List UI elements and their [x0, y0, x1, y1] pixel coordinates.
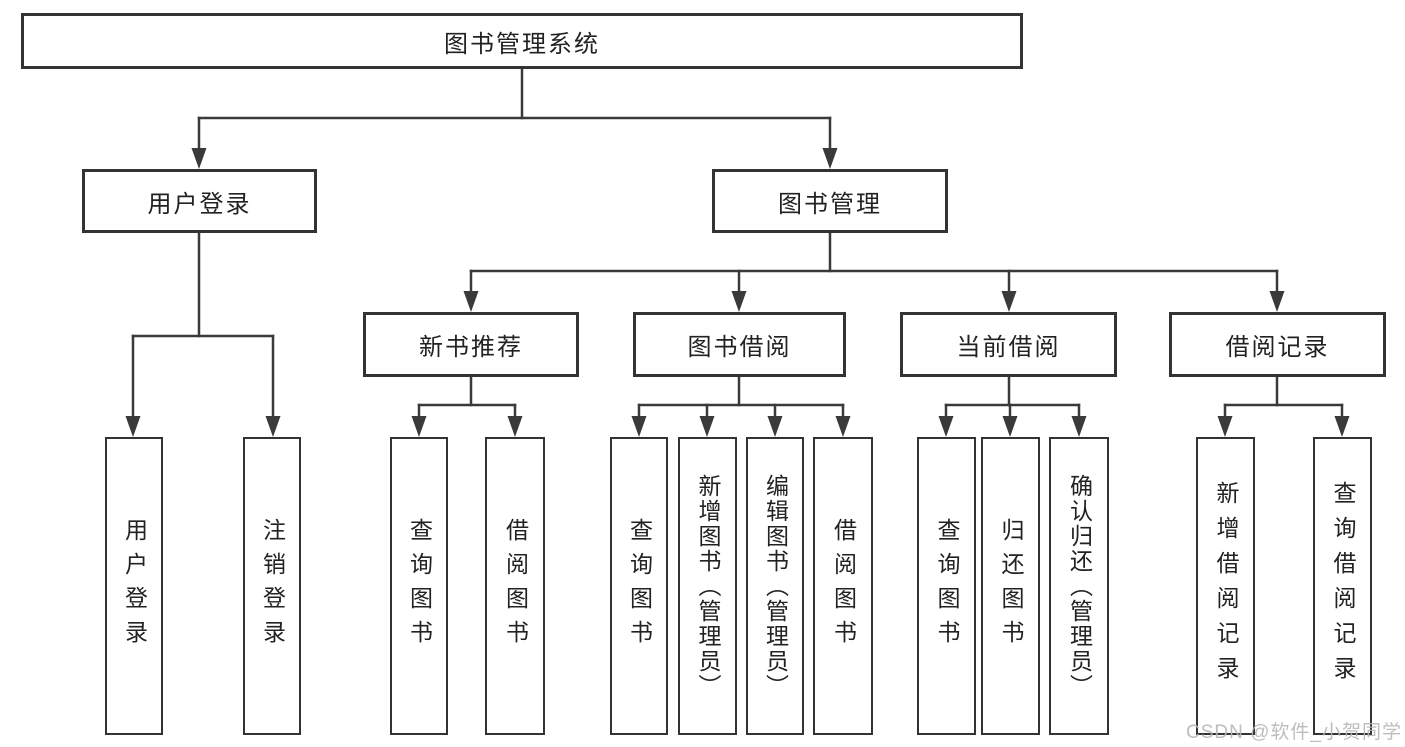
leaf-label: 新增借阅记录: [1213, 481, 1239, 691]
leaf-add-borrow-record: 新增借阅记录: [1196, 437, 1255, 735]
node-new-book-recommendation: 新书推荐: [363, 312, 579, 377]
leaf-label: 借阅图书: [502, 518, 529, 654]
node-library-management-system: 图书管理系统: [21, 13, 1023, 69]
leaf-borrow-books-borrowing: 借阅图书: [813, 437, 873, 735]
node-book-borrowing: 图书借阅: [633, 312, 846, 377]
leaf-label: 编辑图书（管理员）: [762, 473, 789, 699]
leaf-label: 借阅图书: [830, 518, 857, 654]
leaf-user-login: 用户登录: [105, 437, 163, 735]
leaf-query-books-borrowing: 查询图书: [610, 437, 668, 735]
leaf-label: 查询图书: [406, 518, 433, 654]
leaf-logout: 注销登录: [243, 437, 301, 735]
leaf-label: 确认归还（管理员）: [1066, 473, 1093, 699]
leaf-label: 新增图书（管理员）: [695, 473, 721, 699]
leaf-label: 查询图书: [626, 518, 653, 654]
leaf-label: 归还图书: [998, 518, 1024, 654]
node-user-login: 用户登录: [82, 169, 317, 233]
leaf-label: 用户登录: [121, 518, 148, 654]
leaf-query-borrow-record: 查询借阅记录: [1313, 437, 1372, 735]
leaf-confirm-return-admin: 确认归还（管理员）: [1049, 437, 1109, 735]
node-borrowing-records: 借阅记录: [1169, 312, 1386, 377]
arrowhead-icons: [125, 148, 1350, 437]
leaf-add-books-admin: 新增图书（管理员）: [678, 437, 737, 735]
leaf-query-books-current: 查询图书: [917, 437, 976, 735]
leaf-return-books: 归还图书: [981, 437, 1040, 735]
leaf-borrow-books-recommend: 借阅图书: [485, 437, 545, 735]
leaf-edit-books-admin: 编辑图书（管理员）: [746, 437, 804, 735]
csdn-watermark: CSDN @软件_小贺同学: [1186, 722, 1402, 743]
node-current-borrowing: 当前借阅: [900, 312, 1117, 377]
leaf-label: 注销登录: [259, 518, 286, 654]
leaf-label: 查询借阅记录: [1330, 481, 1356, 691]
node-book-management: 图书管理: [712, 169, 948, 233]
leaf-label: 查询图书: [934, 518, 960, 654]
leaf-query-books-recommend: 查询图书: [390, 437, 448, 735]
